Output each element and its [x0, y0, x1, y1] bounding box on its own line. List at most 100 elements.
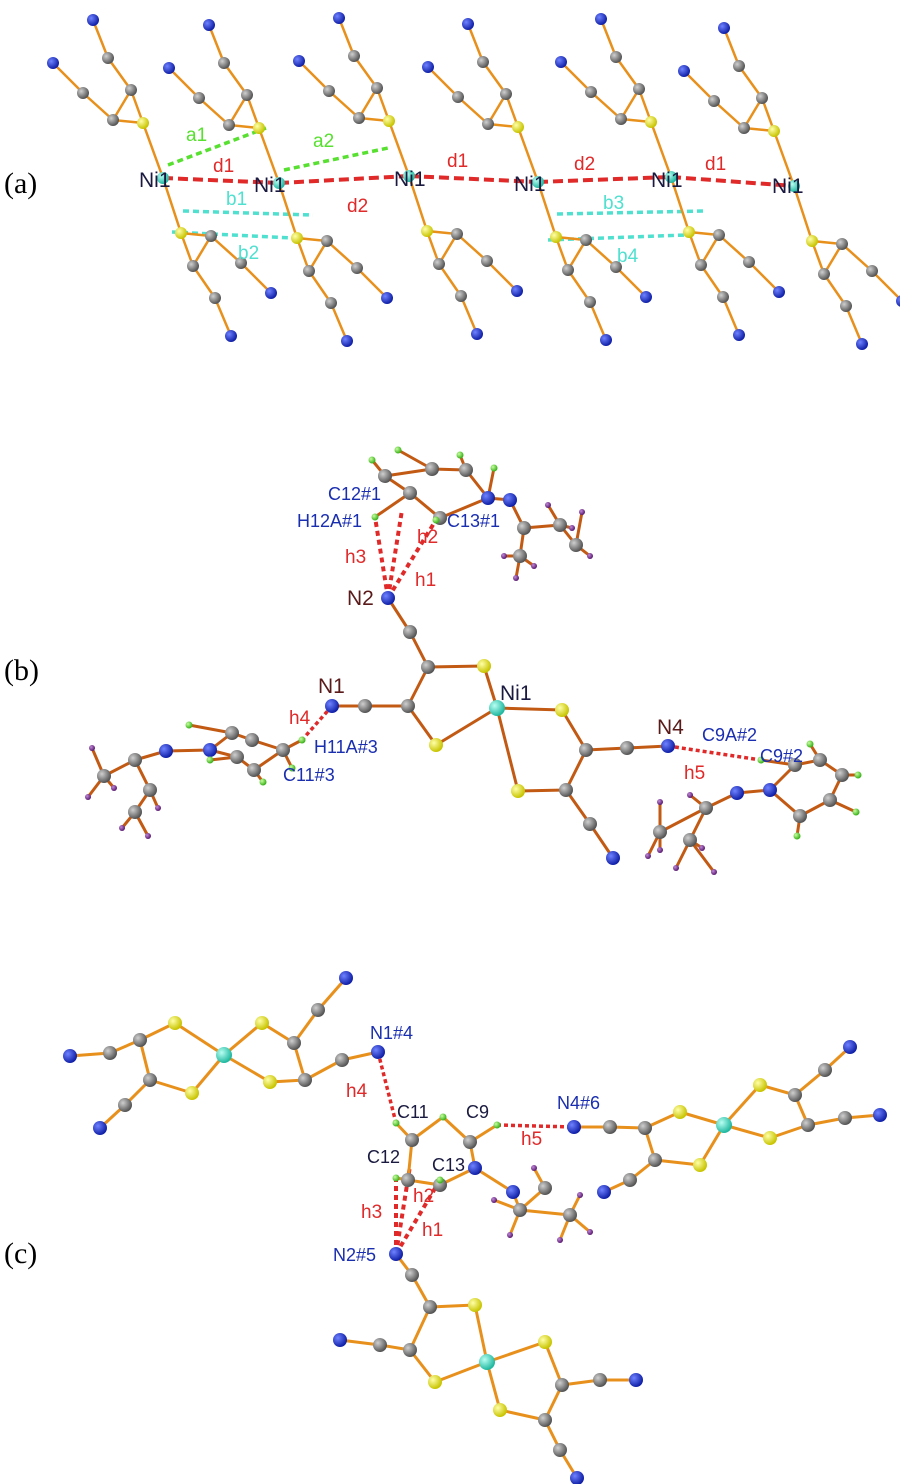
- bond: [222, 61, 249, 97]
- contact-line: [670, 175, 795, 188]
- carbon-atom: [133, 1033, 147, 1047]
- carbon-atom: [287, 1036, 301, 1050]
- sulfur-atom: [673, 1105, 687, 1119]
- sulfur-atom: [683, 226, 695, 238]
- atom-label-c12-1: C12#1: [328, 484, 381, 504]
- nitrogen-atom: [265, 287, 277, 299]
- contact-line: [386, 518, 438, 600]
- atom-label-ni1: Ni1: [500, 682, 532, 705]
- nitrogen-atom: [570, 1471, 584, 1484]
- fluorine-atom: [85, 794, 91, 800]
- contact-b3-label: b3: [603, 193, 624, 214]
- nitrogen-atom: [203, 743, 217, 757]
- carbon-atom: [97, 769, 111, 783]
- ni-label: Ni1: [651, 169, 683, 192]
- bond: [407, 174, 429, 233]
- carbon-atom: [840, 300, 852, 312]
- carbon-atom: [323, 85, 335, 97]
- sulfur-atom: [512, 121, 524, 133]
- bond: [543, 1340, 564, 1387]
- nitrogen-atom: [843, 1040, 857, 1054]
- bond: [161, 176, 183, 235]
- ni-anion-molecule: [293, 12, 523, 340]
- fluorine-atom: [687, 792, 693, 798]
- bond: [222, 1021, 264, 1057]
- bond: [426, 664, 486, 669]
- contact-line: [667, 744, 762, 762]
- bond: [373, 491, 412, 519]
- bond: [327, 89, 361, 120]
- carbon-atom: [610, 51, 622, 63]
- nitrogen-atom: [63, 1049, 77, 1063]
- bond: [106, 56, 133, 92]
- carbon-atom: [555, 1378, 569, 1392]
- bond: [518, 1208, 572, 1217]
- cation-molecule: [392, 1113, 593, 1243]
- bond: [213, 296, 233, 338]
- carbon-atom: [235, 257, 247, 269]
- atom-label-c9: C9: [466, 1102, 489, 1122]
- fluorine-atom: [645, 853, 651, 859]
- sulfur-atom: [645, 116, 657, 128]
- bond: [337, 16, 356, 58]
- bond: [614, 55, 641, 91]
- bond: [303, 1058, 344, 1082]
- bond: [564, 748, 588, 792]
- carbon-atom: [733, 60, 745, 72]
- nitrogen-atom: [555, 56, 567, 68]
- bond: [456, 95, 490, 126]
- hydrogen-atom: [288, 764, 296, 772]
- carbon-atom: [699, 801, 713, 815]
- carbon-atom: [835, 768, 849, 782]
- carbon-atom: [403, 486, 417, 500]
- carbon-atom: [348, 50, 360, 62]
- bond: [485, 1340, 547, 1364]
- nickel-atom: [665, 171, 677, 183]
- nickel-atom: [216, 1047, 232, 1063]
- bond: [187, 723, 234, 735]
- carbon-atom: [143, 1073, 157, 1087]
- carbon-atom: [405, 1268, 419, 1282]
- carbon-atom: [223, 119, 235, 131]
- bond: [316, 976, 348, 1012]
- nitrogen-atom: [503, 493, 517, 507]
- bond: [712, 99, 746, 130]
- carbon-atom: [373, 1338, 387, 1352]
- carbon-atom: [311, 1003, 325, 1017]
- carbon-atom: [683, 833, 697, 847]
- bond: [406, 704, 438, 747]
- bond: [197, 96, 231, 127]
- hydrogen-atom: [392, 1119, 400, 1127]
- fluorine-atom: [579, 509, 585, 515]
- sulfur-atom: [255, 1016, 269, 1030]
- carbon-atom: [580, 234, 592, 246]
- bond: [209, 234, 243, 265]
- atom-label-c12: C12: [367, 1147, 400, 1167]
- sulfur-atom: [428, 1375, 442, 1389]
- atom-label-c9a-2: C9A#2: [702, 725, 757, 745]
- carbon-atom: [823, 793, 837, 807]
- contact-h5-label: h5: [684, 763, 705, 784]
- ni-complex-molecule: [567, 1040, 887, 1199]
- nitrogen-atom: [93, 1121, 107, 1135]
- sulfur-atom: [291, 232, 303, 244]
- hydrogen-atom: [394, 446, 402, 454]
- bond: [772, 129, 796, 188]
- nickel-atom: [273, 177, 285, 189]
- carbon-atom: [866, 265, 878, 277]
- carbon-atom: [793, 809, 807, 823]
- carbon-atom: [801, 1118, 815, 1132]
- ni-complex-molecule: [63, 971, 385, 1135]
- fluorine-atom: [491, 1197, 497, 1203]
- nitrogen-atom: [341, 335, 353, 347]
- bond: [840, 242, 874, 273]
- bond: [428, 1303, 477, 1309]
- carbon-atom: [583, 817, 597, 831]
- sulfur-atom: [555, 703, 569, 717]
- carbon-atom: [335, 1053, 349, 1067]
- hydrogen-atom: [852, 808, 860, 816]
- bond: [141, 121, 165, 180]
- contact-d1-label: d1: [705, 154, 726, 175]
- ni-anion-molecule: [422, 18, 652, 346]
- nitrogen-atom: [595, 13, 607, 25]
